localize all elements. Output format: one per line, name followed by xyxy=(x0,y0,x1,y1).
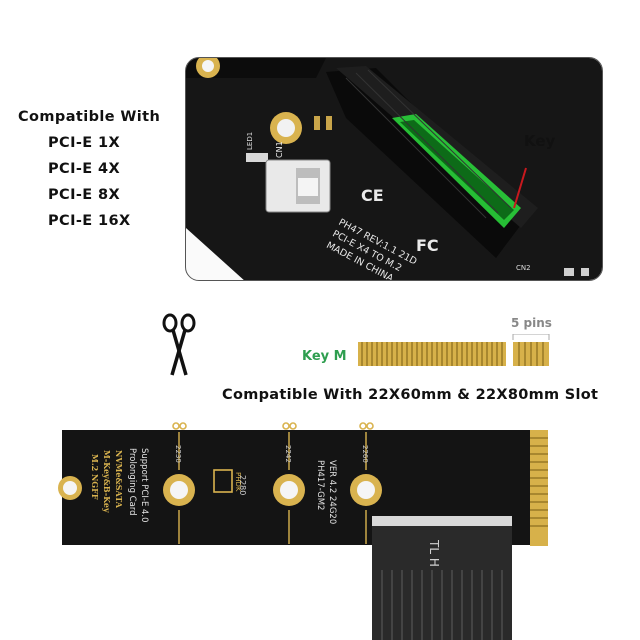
compat-item-16x: PCI-E 16X xyxy=(48,213,131,229)
board-text-4: Prolonging Card xyxy=(127,448,137,516)
pcie-adapter-photo: LED1 CN1 CE FC PH47 REV:1.1 21D PCI-E X4… xyxy=(185,57,603,281)
svg-text:2260: 2260 xyxy=(361,445,369,463)
board-text-1: M.2 NGFF xyxy=(90,454,100,500)
svg-text:2230: 2230 xyxy=(174,445,182,463)
svg-text:LED1: LED1 xyxy=(246,132,254,150)
brand-logo-text: PHDK xyxy=(234,472,242,492)
key-pointer-line xyxy=(513,167,527,209)
board-model: PH417-GM2 xyxy=(315,460,325,510)
fcc-mark: FC xyxy=(416,236,439,255)
m2-edge-connector-diagram xyxy=(350,333,560,378)
svg-text:CN2: CN2 xyxy=(516,264,531,272)
svg-text:CN1: CN1 xyxy=(275,141,284,158)
compat-item-1x: PCI-E 1X xyxy=(48,135,121,151)
key-m-label: Key M xyxy=(302,349,347,364)
compatibility-heading: Compatible With xyxy=(18,109,161,125)
board-text-2: M-Key&B-Key xyxy=(102,450,112,513)
compat-item-4x: PCI-E 4X xyxy=(48,161,121,177)
compat-item-8x: PCI-E 8X xyxy=(48,187,121,203)
five-pins-label: 5 pins xyxy=(511,316,552,330)
scissors-icon xyxy=(162,313,196,383)
board-text-3: NVMe&SATA xyxy=(114,450,124,509)
slot-compatibility-text: Compatible With 22X60mm & 22X80mm Slot xyxy=(222,387,599,403)
ce-mark: CE xyxy=(361,186,384,205)
svg-text:2242: 2242 xyxy=(284,445,292,463)
svg-text:2280: 2280 xyxy=(238,475,247,495)
cable-marking: TL H xyxy=(427,539,441,567)
board-version: VER 4.2 24G20 xyxy=(327,460,337,524)
m2-prolonging-card-photo: 2230 2242 2260 2280 M.2 NGFF M-Key&B-Key… xyxy=(0,420,640,640)
compatibility-list: Compatible With PCI-E 1X PCI-E 4X PCI-E … xyxy=(18,104,168,234)
key-callout-label: Key xyxy=(524,132,556,150)
board-text-5: Support PCI-E 4.0 xyxy=(139,448,149,523)
